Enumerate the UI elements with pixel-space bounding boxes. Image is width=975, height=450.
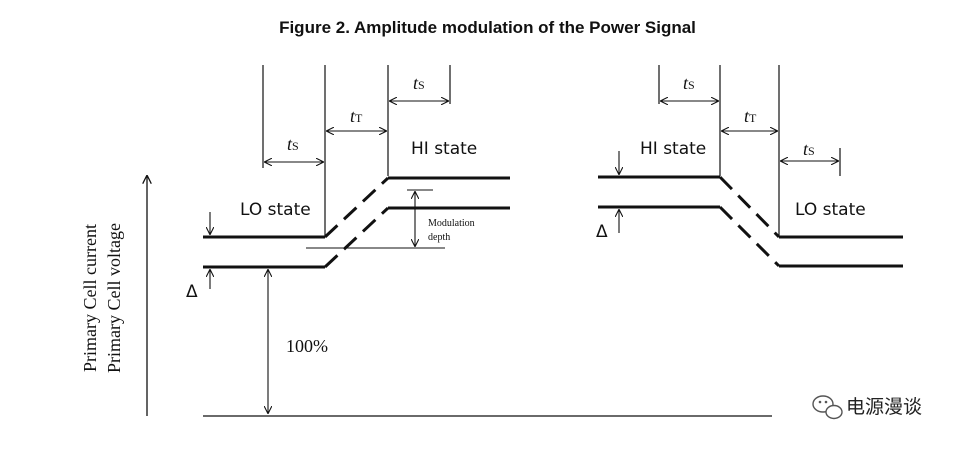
- left-transition-diagram: tS tT tS LO state HI state Δ 100% Modula…: [186, 65, 510, 413]
- hi-state-label: HI state: [411, 139, 477, 159]
- ts-label-1-sub: S: [292, 139, 299, 153]
- ts-label-2: t: [413, 73, 419, 93]
- ts-label-right-1: t: [683, 73, 689, 93]
- watermark-text: 电源漫谈: [846, 396, 922, 418]
- percent-label: 100%: [286, 336, 328, 356]
- right-transition-diagram: tS tT tS HI state LO state Δ: [596, 65, 903, 268]
- ts-label-1: t: [287, 134, 293, 154]
- current-ramp-down: [718, 175, 781, 239]
- wechat-icon: [812, 395, 843, 420]
- modulation-depth-label-2: depth: [428, 232, 450, 243]
- y-axis-label-current: Primary Cell current: [80, 224, 100, 372]
- svg-text:tT: tT: [744, 106, 757, 126]
- delta-label-right: Δ: [596, 222, 608, 242]
- tt-label-sub: T: [355, 111, 363, 125]
- modulation-depth-label: Modulation: [428, 218, 475, 229]
- delta-label-left: Δ: [186, 282, 198, 302]
- svg-text:tS: tS: [287, 134, 299, 154]
- svg-text:tS: tS: [803, 139, 815, 159]
- watermark: 电源漫谈: [812, 395, 922, 420]
- tt-label-right: t: [744, 106, 750, 126]
- current-ramp: [323, 176, 390, 239]
- hi-state-label-right: HI state: [640, 139, 706, 159]
- figure-title: Figure 2. Amplitude modulation of the Po…: [279, 18, 696, 37]
- svg-text:tT: tT: [350, 106, 363, 126]
- svg-text:tS: tS: [413, 73, 425, 93]
- ts-label-right-2: t: [803, 139, 809, 159]
- voltage-ramp-down: [718, 205, 781, 268]
- lo-state-label: LO state: [240, 200, 311, 220]
- ts-label-right-2-sub: S: [808, 144, 815, 158]
- ts-label-right-1-sub: S: [688, 78, 695, 92]
- tt-label-right-sub: T: [749, 111, 757, 125]
- svg-text:tS: tS: [683, 73, 695, 93]
- y-axis-label-voltage: Primary Cell voltage: [104, 223, 124, 373]
- lo-state-label-right: LO state: [795, 200, 866, 220]
- voltage-ramp: [323, 206, 390, 269]
- ts-label-2-sub: S: [418, 78, 425, 92]
- tt-label: t: [350, 106, 356, 126]
